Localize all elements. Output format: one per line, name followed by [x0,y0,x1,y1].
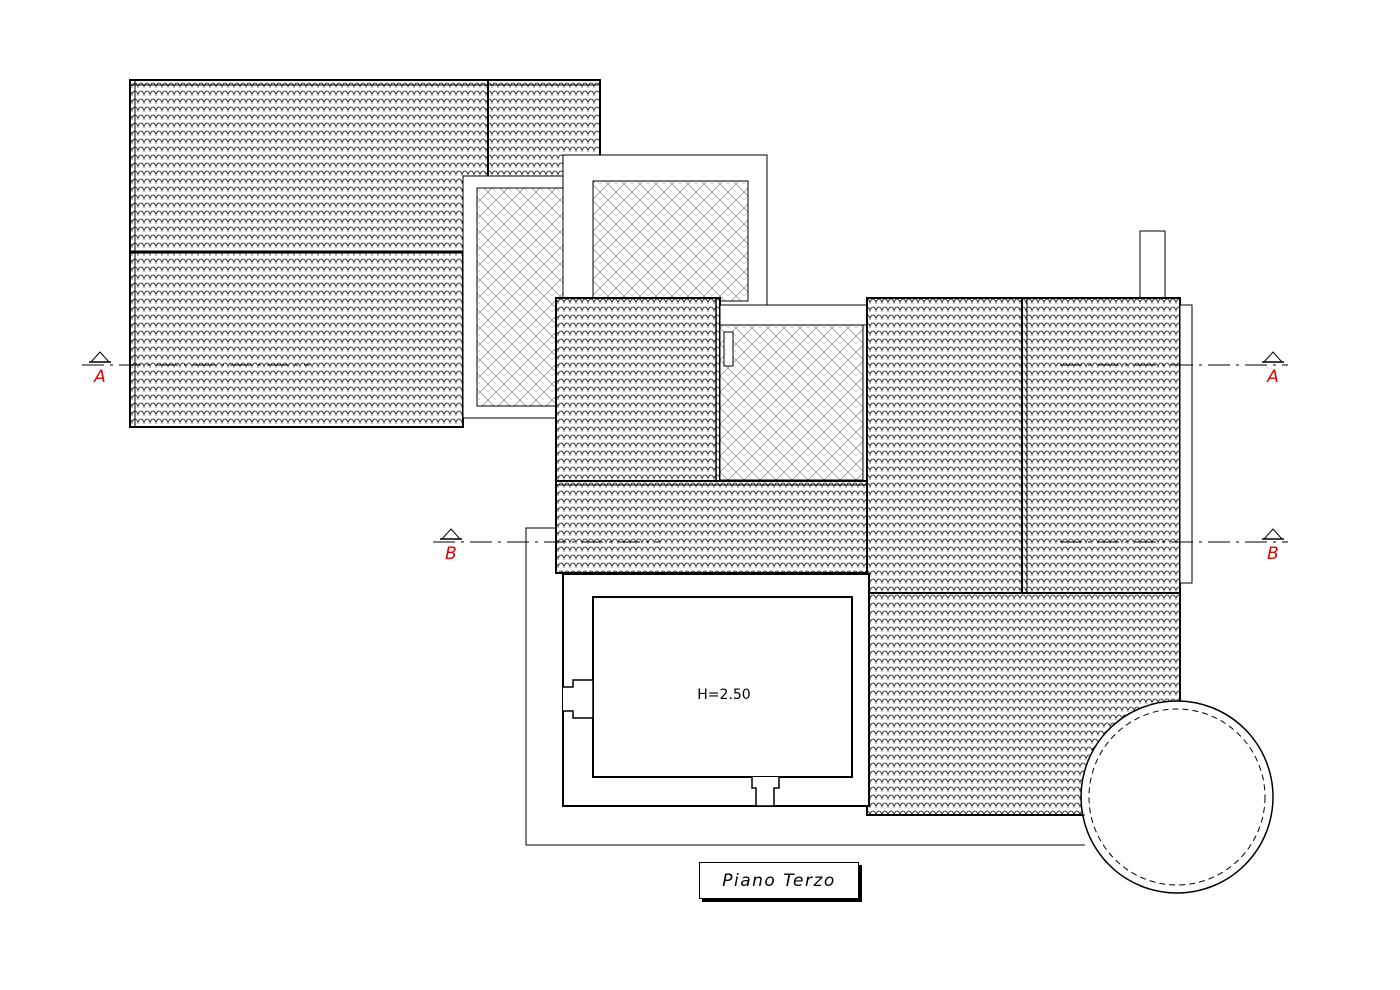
round-tower [1080,700,1274,894]
section-line-a [82,351,1288,366]
section-label-b-right: B [1267,544,1279,564]
roof-block-northwest [129,79,601,428]
terrace-outline-south [525,527,1085,846]
height-label: H=2.50 [697,687,750,703]
room-attic [562,573,870,807]
section-arrow-icon [1262,351,1284,363]
section-label-a-right: A [1266,367,1279,387]
section-arrow-icon [1262,528,1284,540]
section-label-a-left: A [93,367,106,387]
section-label-b-left: B [445,544,457,564]
section-arrow-icon [440,528,462,540]
flue-left-icon [563,679,594,719]
roof-block-center [555,297,870,574]
drawing-title: Piano Terzo [699,862,859,899]
section-line-b [433,528,1288,543]
section-arrow-icon [89,351,111,363]
roof-block-east [866,230,1193,816]
terrace-herringbone [462,154,768,419]
flue-bottom-icon [751,777,780,807]
